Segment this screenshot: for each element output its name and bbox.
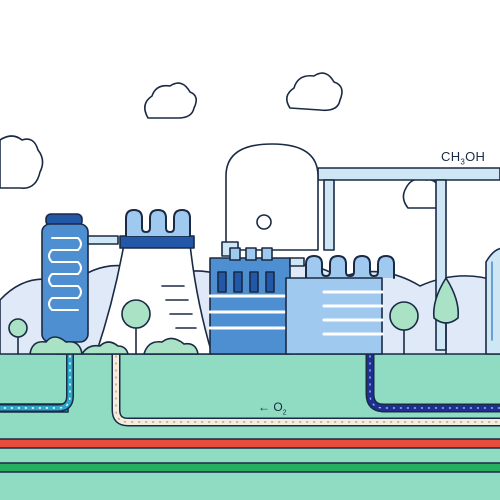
cloud-icon [286, 72, 343, 112]
main-plant-building [208, 247, 305, 355]
methanol-label-tail: OH [465, 149, 486, 164]
methanol-pipe-support-1 [435, 179, 447, 351]
ground [0, 353, 500, 500]
heat-exchanger-building [285, 255, 395, 355]
oxygen-label: ← O2 [258, 400, 287, 416]
bush [81, 341, 129, 355]
methanol-label-main: CH [441, 149, 461, 164]
tree-icon [389, 301, 419, 355]
methanol-pipe-support-2 [323, 179, 335, 251]
oxygen-label-subscript: 2 [282, 409, 287, 417]
methanol-label: CH3OH [441, 149, 485, 167]
silo-icon [485, 247, 500, 355]
cloud-icon [0, 135, 44, 189]
tree-icon [432, 277, 460, 355]
cloud-icon [144, 82, 198, 119]
methanol-label-subscript: 3 [460, 157, 466, 167]
cooling-tower-icon [95, 209, 213, 355]
oxygen-label-main: O [270, 400, 283, 414]
tree-icon [8, 318, 28, 355]
bush [29, 336, 83, 355]
methanol-pipe [317, 167, 500, 181]
bush [143, 337, 199, 355]
green-pipeline [0, 462, 500, 473]
tree-icon [121, 299, 151, 355]
red-pipeline [0, 438, 500, 449]
storage-tank [221, 143, 319, 257]
oxygen-flow-arrow-icon: ← [258, 400, 270, 414]
